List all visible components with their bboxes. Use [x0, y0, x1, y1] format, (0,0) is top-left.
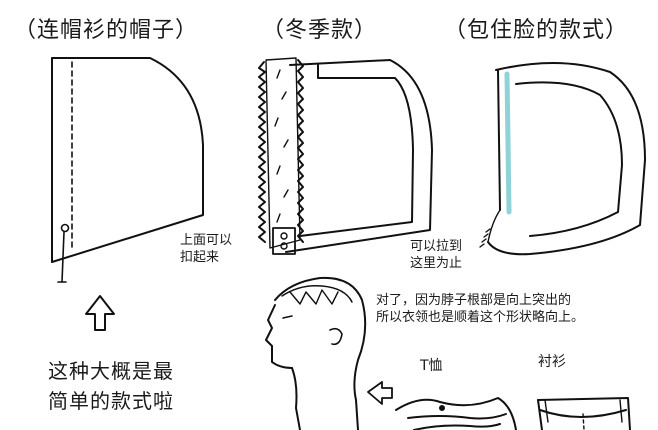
- winter-title: （冬季款）: [262, 18, 378, 43]
- tshirt-collar-drawing: [395, 397, 517, 430]
- face-wrap-title: （包住脸的款式）: [444, 18, 629, 43]
- hoodie-title: （连帽衫的帽子）: [14, 18, 199, 43]
- fur-note: 上面可以 扣起来: [180, 232, 232, 266]
- simple-caption-line1: 这种大概是最: [48, 359, 174, 383]
- neck-pointer-arrow-icon: [367, 381, 393, 405]
- fur-note-line1: 上面可以: [180, 233, 233, 248]
- simple-hood-drawing: [51, 57, 204, 283]
- face-wrap-hood-drawing: [479, 61, 646, 256]
- shirt-collar-drawing: [537, 397, 631, 430]
- neck-note-line2: 所以衣领也是顺着这个形状略向上。: [376, 310, 585, 325]
- zip-note-line1: 可以拉到: [410, 239, 463, 254]
- zip-note-line2: 这里为止: [410, 256, 463, 271]
- neck-note-line1: 对了，因为脖子根部是向上突出的: [376, 293, 572, 308]
- simple-caption-line2: 简单的款式啦: [48, 389, 174, 413]
- simple-style-caption: 这种大概是最 简单的款式啦: [48, 356, 174, 416]
- shirt-label: 衬衫: [538, 354, 566, 370]
- winter-hood-drawing: [258, 57, 433, 255]
- fur-note-line2: 扣起来: [180, 250, 220, 265]
- up-arrow-icon: [85, 295, 115, 331]
- neck-note: 对了，因为脖子根部是向上突出的 所以衣领也是顺着这个形状略向上。: [376, 292, 584, 326]
- man-profile-drawing: [265, 276, 367, 430]
- zip-note: 可以拉到 这里为止: [410, 238, 462, 272]
- tshirt-label: T恤: [420, 358, 443, 374]
